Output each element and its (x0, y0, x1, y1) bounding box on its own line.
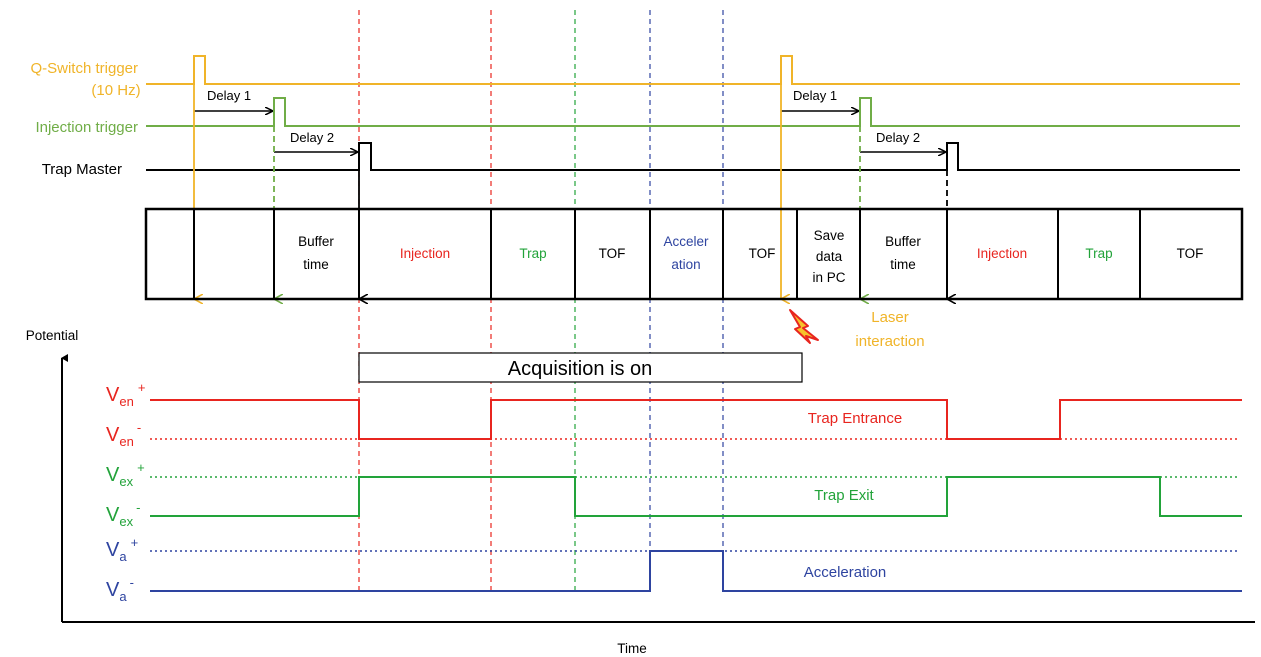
lightning-bolt-icon (789, 309, 819, 344)
phase-tof-3: TOF (1177, 246, 1204, 261)
trap-entrance-signal (150, 399, 1242, 440)
phase-buffer-1-line1: Buffer (298, 234, 334, 249)
qswitch-label: Q-Switch trigger (30, 60, 138, 77)
phase-tof-2: TOF (749, 246, 776, 261)
delay2-label-1: Delay 2 (290, 130, 334, 145)
phase-buffer-2-line1: Buffer (885, 234, 921, 249)
level-va-minus: Va- (106, 575, 134, 604)
phase-bar (144, 207, 1244, 301)
injection-trigger-label: Injection trigger (35, 119, 138, 136)
level-ven-plus: Ven+ (106, 380, 145, 409)
level-ven-minus: Ven- (106, 420, 141, 449)
level-va-plus: Va+ (106, 535, 138, 564)
trap-entrance-label: Trap Entrance (808, 410, 903, 427)
acceleration-signal (150, 550, 1242, 592)
phase-tof-1: TOF (599, 246, 626, 261)
phase-save-line1: Save (814, 228, 845, 243)
y-axis-label: Potential (26, 328, 79, 343)
x-axis-label: Time (617, 641, 647, 656)
acquisition-box (358, 352, 803, 383)
phase-buffer-2-line2: time (890, 257, 916, 272)
trap-master-signal (146, 142, 1240, 171)
phase-trap-2: Trap (1085, 246, 1112, 261)
delay2-label-2: Delay 2 (876, 130, 920, 145)
laser-label-line1: Laser (871, 309, 909, 326)
trap-exit-label: Trap Exit (814, 487, 874, 504)
phase-save-line2: data (816, 249, 843, 264)
phase-dividers (193, 209, 1141, 299)
level-vex-plus: Vex+ (106, 460, 145, 489)
phase-save-line3: in PC (812, 270, 845, 285)
injection-trigger-signal (146, 97, 1240, 127)
trap-exit-signal (150, 476, 1242, 517)
phase-accel-line1: Acceler (663, 234, 709, 249)
delay1-label-1: Delay 1 (207, 88, 251, 103)
laser-label-line2: interaction (855, 333, 924, 350)
phase-injection-2: Injection (977, 246, 1027, 261)
trap-master-label: Trap Master (42, 161, 122, 178)
delay1-label-2: Delay 1 (793, 88, 837, 103)
phase-accel-line2: ation (671, 257, 700, 272)
acquisition-label: Acquisition is on (508, 358, 653, 380)
phase-trap-1: Trap (519, 246, 546, 261)
phase-injection-1: Injection (400, 246, 450, 261)
acceleration-label: Acceleration (804, 564, 887, 581)
qswitch-rate: (10 Hz) (91, 82, 140, 99)
level-vex-minus: Vex- (106, 500, 140, 529)
phase-buffer-1-line2: time (303, 257, 329, 272)
qswitch-signal (146, 55, 1240, 85)
